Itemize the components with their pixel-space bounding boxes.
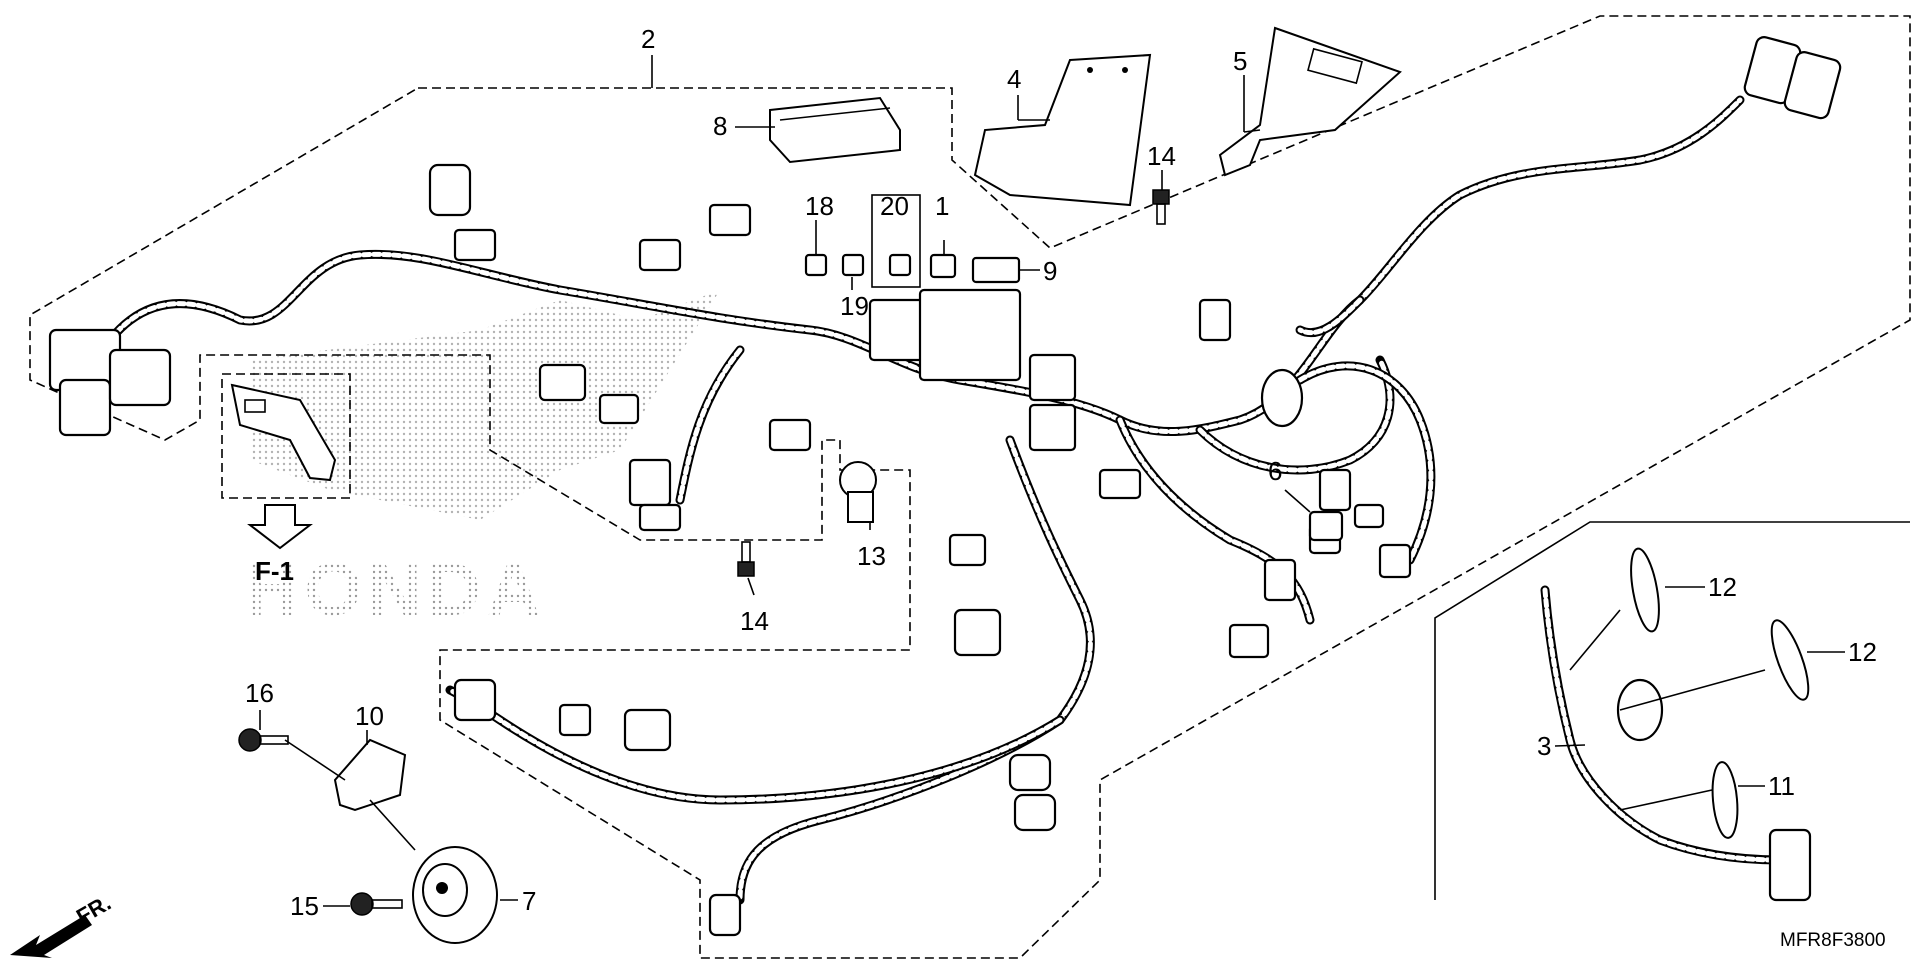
callout-2: 2 [641, 24, 655, 54]
callout-17: 16 [245, 678, 274, 708]
callout-16: 15 [290, 891, 319, 921]
bolt-part-16 [350, 892, 403, 916]
diagram-code: MFR8F3800 [1780, 930, 1886, 951]
callout-1: 1 [935, 191, 949, 221]
callout-19: 19 [840, 291, 869, 321]
main-wire-harness [105, 95, 1745, 905]
insulator-sheet-part-4 [973, 53, 1152, 207]
callout-10: 10 [355, 701, 384, 731]
cable-ties-parts-11-12 [1630, 547, 1810, 839]
clamp-part-13 [839, 461, 877, 523]
callout-3: 3 [1537, 731, 1551, 761]
bolt-part-17 [238, 728, 289, 752]
bracket-reference-box [221, 373, 351, 499]
reference-bracket [230, 383, 337, 482]
fuse-box-cover-part-8 [769, 96, 901, 164]
front-direction-arrow [10, 915, 92, 958]
callout-11: 11 [1768, 771, 1795, 801]
callout-9: 9 [1043, 256, 1057, 286]
honda-logo-watermark: HONDA [245, 290, 720, 631]
callout-13: 13 [857, 541, 886, 571]
callout-8: 8 [713, 111, 727, 141]
callout-12-top: 12 [1708, 572, 1737, 602]
sub-harness-outline [1434, 521, 1910, 900]
callout-15: 14 [1147, 141, 1176, 171]
callout-5: 5 [1233, 46, 1247, 76]
watermark-text: HONDA [245, 548, 546, 631]
callout-6: 6 [1268, 456, 1282, 486]
main-assembly-outline [29, 15, 1911, 959]
reference-label: F-1 [255, 556, 294, 586]
bolt-part-15 [1152, 189, 1170, 225]
horn-part-7 [412, 846, 498, 944]
callout-7: 7 [522, 886, 536, 916]
reference-arrow [247, 504, 313, 550]
harness-connectors [48, 36, 1842, 937]
callout-12-bottom: 12 [1848, 637, 1877, 667]
callout-labels: 2 4 5 14 8 18 20 1 9 19 13 14 6 12 12 11… [245, 24, 1877, 921]
callout-4: 4 [1007, 64, 1021, 94]
leader-lines [259, 55, 1845, 907]
callout-18: 18 [805, 191, 834, 221]
horn-bracket-part-10 [333, 738, 407, 812]
callout-20: 20 [880, 191, 909, 221]
sub-wire-harness [1540, 585, 1785, 865]
bolt-part-14 [737, 541, 755, 577]
bracket-part-5 [1218, 26, 1402, 177]
connector-part-6 [1308, 510, 1344, 542]
relays [804, 194, 1021, 288]
callout-14: 14 [740, 606, 769, 636]
